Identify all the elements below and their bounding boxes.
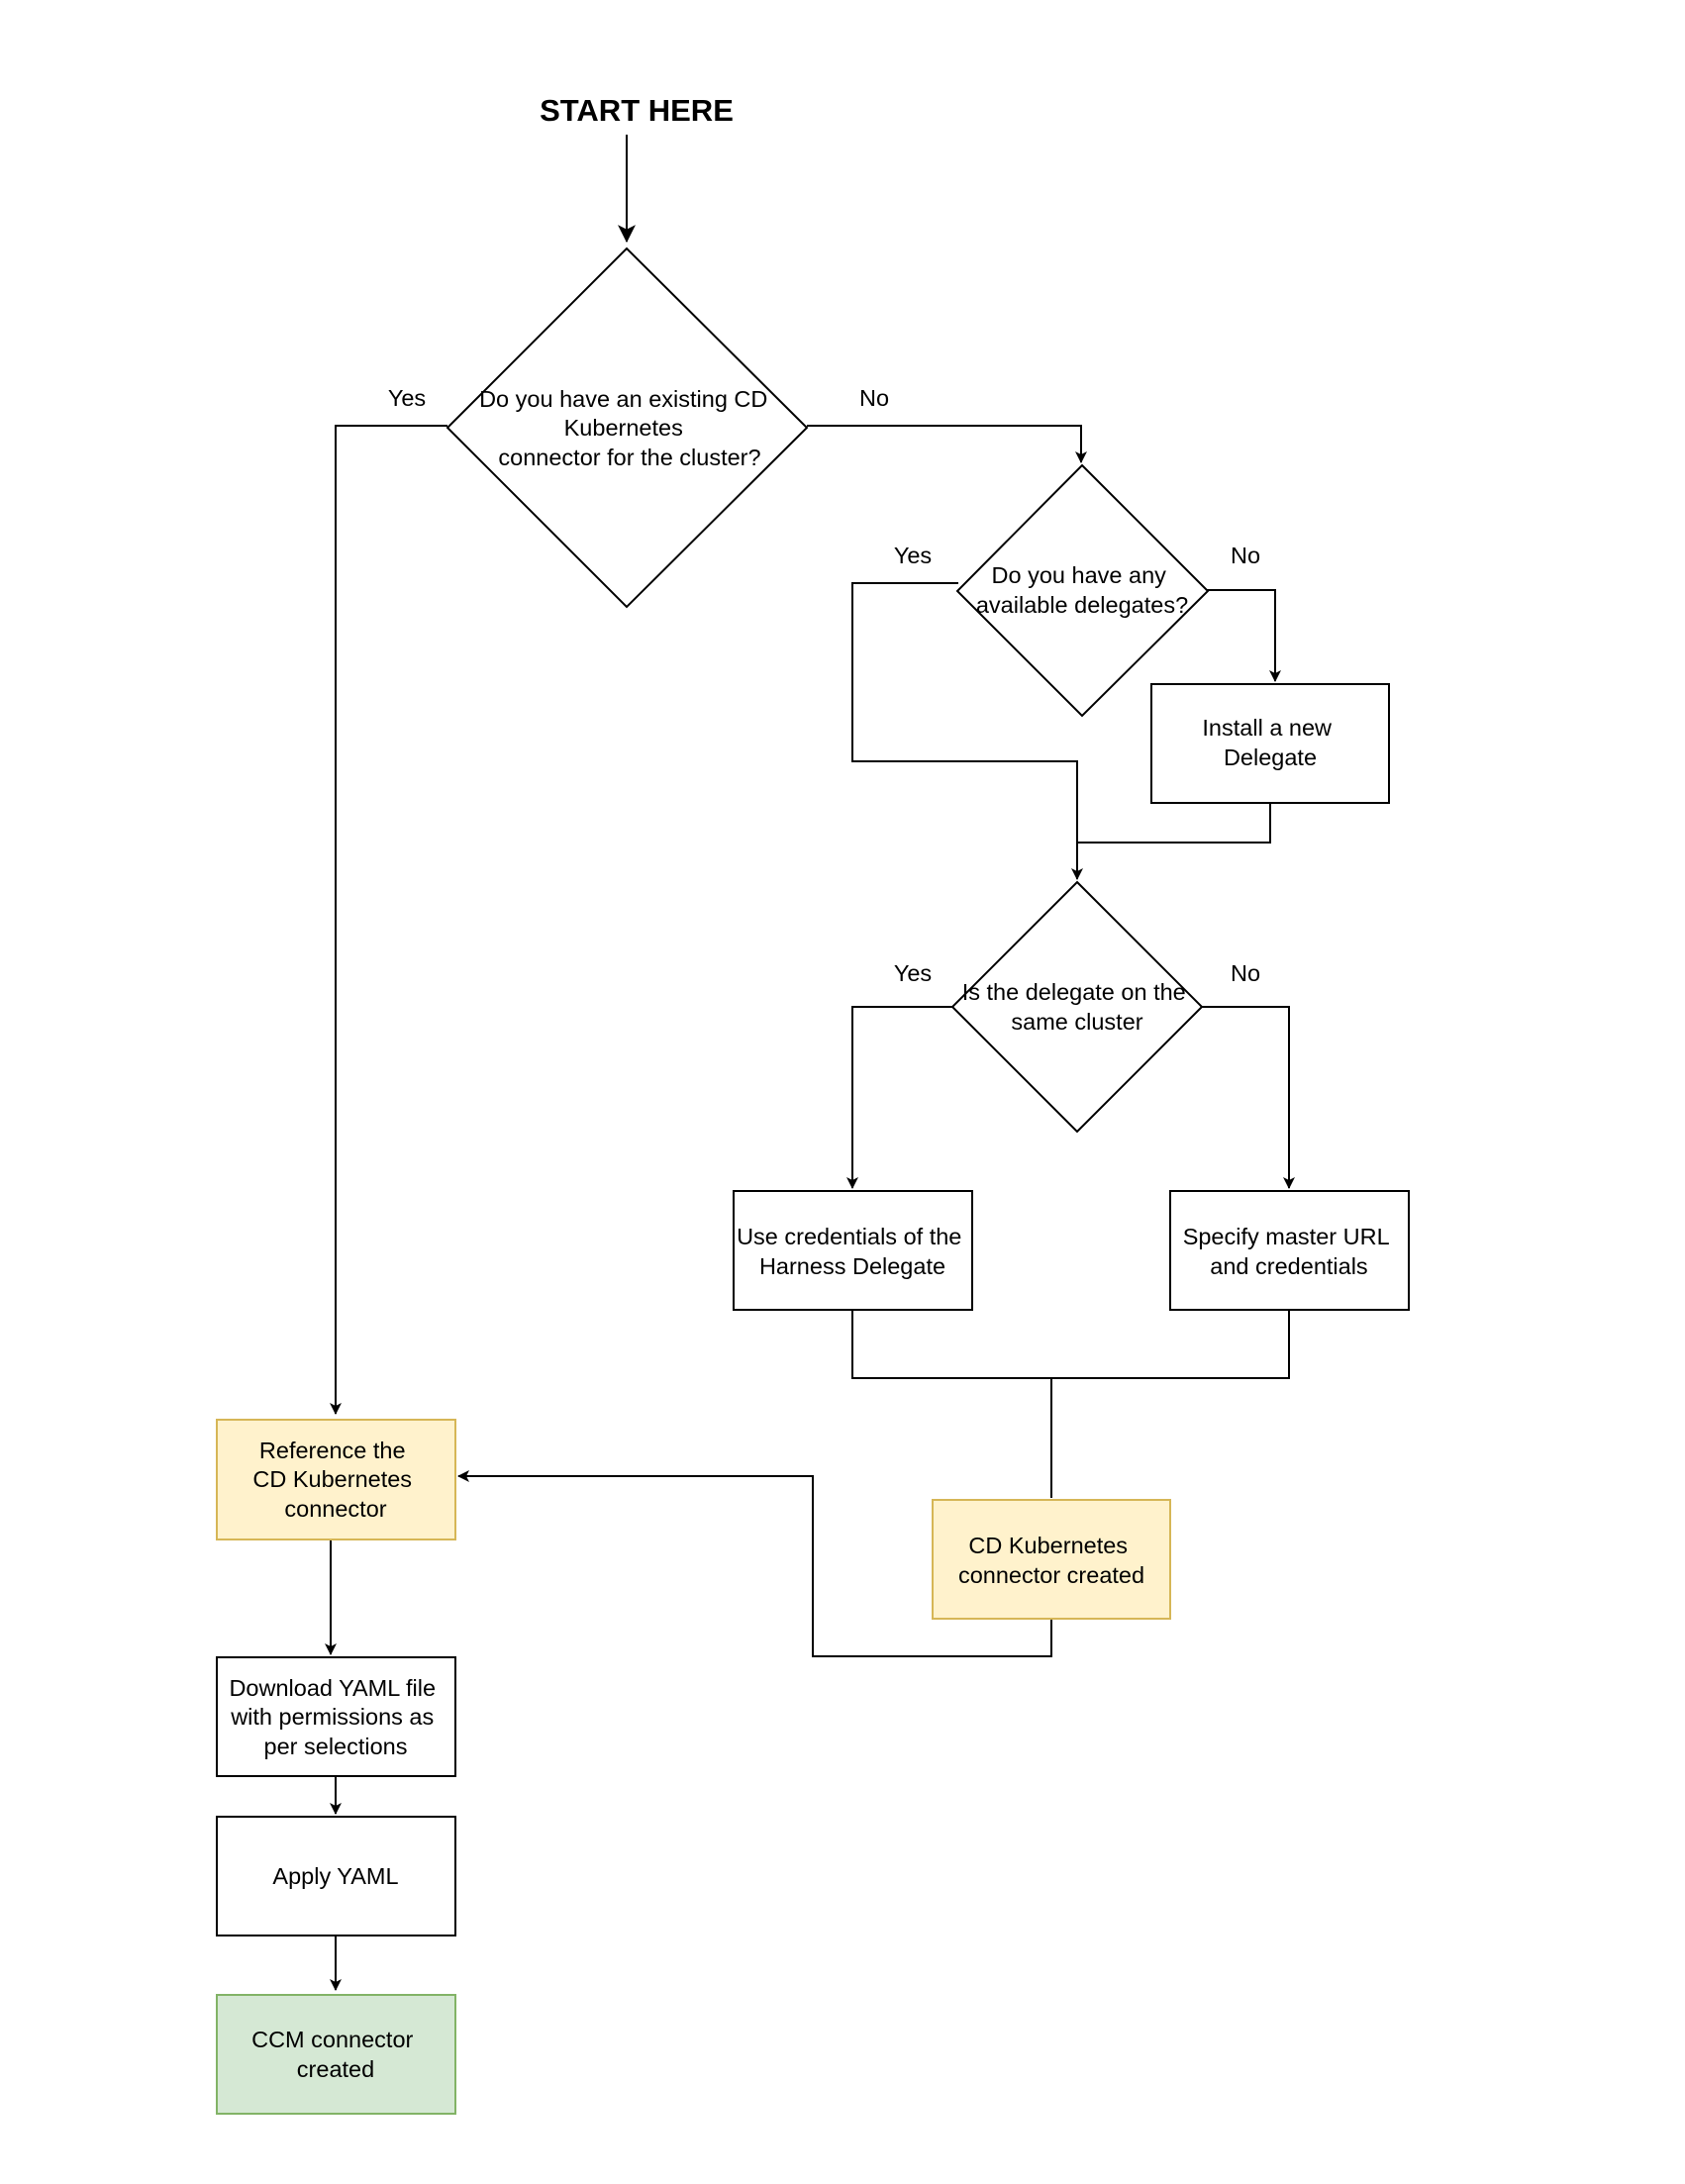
edge-q2-yes-to-q3 [851,582,1083,880]
cd-connector-created-label: CD Kubernetes connector created [958,1533,1144,1588]
decision-available-delegates-label: Do you have any available delegates? [976,562,1188,618]
edge-q1-no-to-q2 [807,425,1087,463]
edge-label-q2-yes: Yes [894,543,932,568]
decision-existing-connector-label: Do you have an existing CD Kubernetes co… [479,386,774,470]
apply-yaml-label: Apply YAML [272,1863,398,1889]
edge-q2-no-to-install [1206,589,1281,682]
edge-label-q2-no: No [1231,543,1260,568]
decision-available-delegates [955,463,1210,718]
edge-label-q1-no: No [859,385,889,411]
edge-label-q1-yes: Yes [388,385,426,411]
decision-same-cluster-label: Is the delegate on the same cluster [962,979,1193,1035]
edge-q3-yes-to-use-credentials [846,1006,952,1189]
edge-label-q3-yes: Yes [894,960,932,986]
edge-q3-no-to-specify [1202,1006,1295,1189]
edge-install-to-q3 [1077,803,1271,844]
reference-connector-box [216,1419,456,1540]
use-credentials-box [733,1190,973,1311]
reference-connector-label: Reference the CD Kubernetes connector [252,1438,418,1522]
install-delegate-box [1150,683,1390,804]
edge-q1-yes-to-reference [330,425,447,1415]
specify-master-url-box [1169,1190,1410,1311]
cd-connector-created-box [932,1499,1171,1620]
edge-cd-created-to-reference [457,1470,1052,1657]
ccm-connector-created-box [216,1994,456,2115]
decision-same-cluster [950,880,1204,1134]
ccm-connector-created-label: CCM connector created [251,2027,420,2082]
decision-existing-connector [446,247,809,609]
edge-label-q3-no: No [1231,960,1260,986]
specify-master-url-label: Specify master URL and credentials [1183,1224,1396,1279]
use-credentials-label: Use credentials of the Harness Delegate [737,1224,968,1279]
apply-yaml-box [216,1816,456,1936]
edge-merge-bracket [851,1310,1290,1379]
start-here-title: START HERE [540,93,734,128]
download-yaml-box [216,1656,456,1777]
download-yaml-label: Download YAML file with permissions as p… [229,1675,442,1759]
install-delegate-label: Install a new Delegate [1202,715,1338,770]
